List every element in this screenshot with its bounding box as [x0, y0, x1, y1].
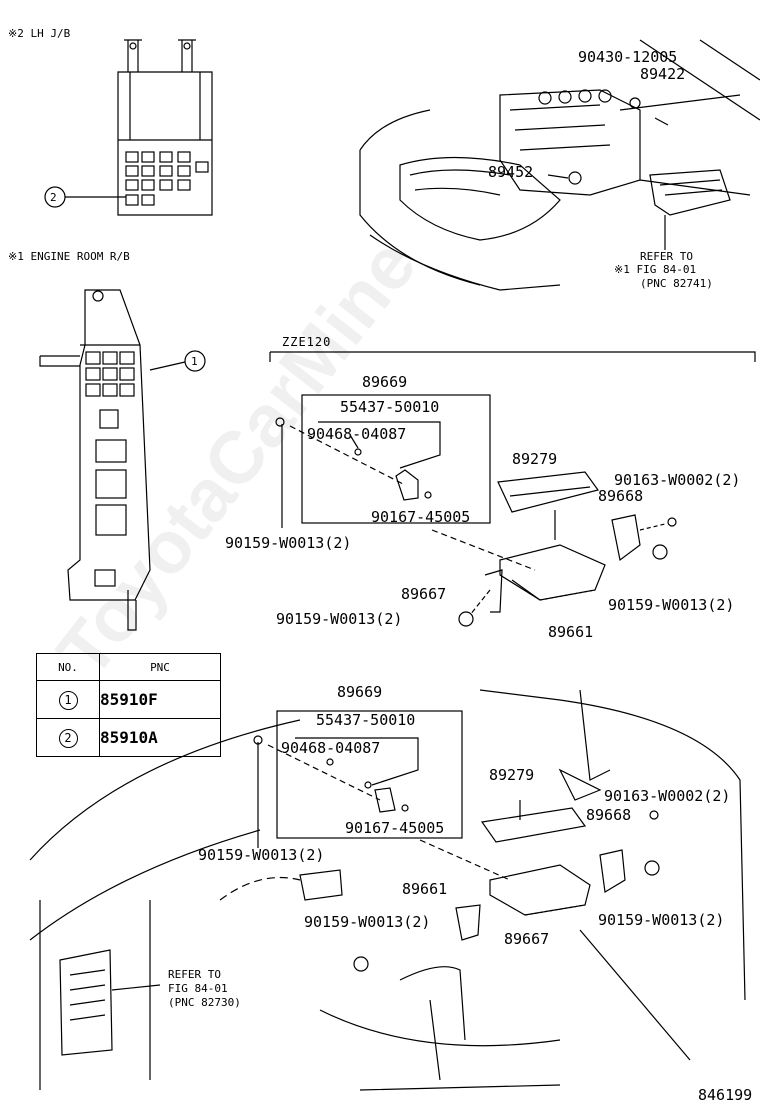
part-90163-w0002: 90163-W0002(2) — [614, 471, 741, 489]
part-89668: 89668 — [598, 487, 644, 505]
refer-note-top-line2: ※1 FIG 84-01 — [614, 263, 697, 276]
legend-header-pnc: PNC — [99, 653, 221, 681]
part-89669-b: 89669 — [337, 683, 383, 701]
part-90468-04087: 90468-04087 — [307, 425, 407, 443]
part-90159-w0013-c: 90159-W0013(2) — [276, 610, 403, 628]
part-89279-b: 89279 — [489, 766, 535, 784]
part-89668-b: 89668 — [586, 806, 632, 824]
part-90159-w0013-b-b: 90159-W0013(2) — [304, 913, 431, 931]
part-89661-b: 89661 — [402, 880, 448, 898]
engine-room-rb-label: ※1 ENGINE ROOM R/B — [8, 250, 130, 263]
legend-no-2: 2 — [58, 729, 78, 748]
part-89667: 89667 — [401, 585, 447, 603]
part-89669: 89669 — [362, 373, 408, 391]
legend-no-1: 1 — [58, 691, 78, 710]
refer-note-top-line1: REFER TO — [640, 250, 693, 263]
variant-label: ZZE120 — [282, 335, 332, 349]
part-89667-b: 89667 — [504, 930, 550, 948]
legend-pnc-2: 85910A — [99, 718, 221, 757]
part-89279: 89279 — [512, 450, 558, 468]
lh-jb-label: ※2 LH J/B — [8, 27, 71, 40]
part-90430-12005: 90430-12005 — [578, 48, 678, 66]
zze120-ecu-drawing — [269, 351, 756, 627]
part-55437-50010: 55437-50010 — [340, 398, 440, 416]
refer-note-bottom-line3: (PNC 82730) — [168, 996, 241, 1009]
part-90167-45005: 90167-45005 — [371, 508, 471, 526]
interior-ecu-drawing — [29, 689, 746, 1091]
part-90159-w0013-a: 90159-W0013(2) — [225, 534, 352, 552]
part-90167-45005-b: 90167-45005 — [345, 819, 445, 837]
part-90159-w0013-b: 90159-W0013(2) — [608, 596, 735, 614]
figure-number: 846199 — [698, 1086, 753, 1104]
part-90468-04087-b: 90468-04087 — [281, 739, 381, 757]
lh-junction-block-drawing — [44, 39, 213, 216]
part-90159-w0013-b-c: 90159-W0013(2) — [598, 911, 725, 929]
engine-bay-drawing — [359, 39, 760, 291]
refer-note-top-line3: (PNC 82741) — [640, 277, 713, 290]
legend-header-no: NO. — [36, 653, 100, 681]
refer-note-bottom-line1: REFER TO — [168, 968, 221, 981]
part-89422: 89422 — [640, 65, 686, 83]
callout-1: 1 — [191, 355, 198, 368]
legend-pnc-1: 85910F — [99, 680, 221, 719]
part-90163-w0002-b: 90163-W0002(2) — [604, 787, 731, 805]
part-55437-50010-b: 55437-50010 — [316, 711, 416, 729]
pnc-legend-table: NO. PNC 1 85910F 2 85910A — [36, 653, 221, 757]
part-89661: 89661 — [548, 623, 594, 641]
engine-room-relay-block-drawing — [39, 289, 206, 631]
legend-row: 2 85910A — [36, 718, 221, 757]
refer-note-bottom-line2: FIG 84-01 — [168, 982, 228, 995]
part-89452: 89452 — [488, 163, 534, 181]
callout-2: 2 — [50, 191, 57, 204]
part-90159-w0013-b-a: 90159-W0013(2) — [198, 846, 325, 864]
legend-row: 1 85910F — [36, 680, 221, 719]
